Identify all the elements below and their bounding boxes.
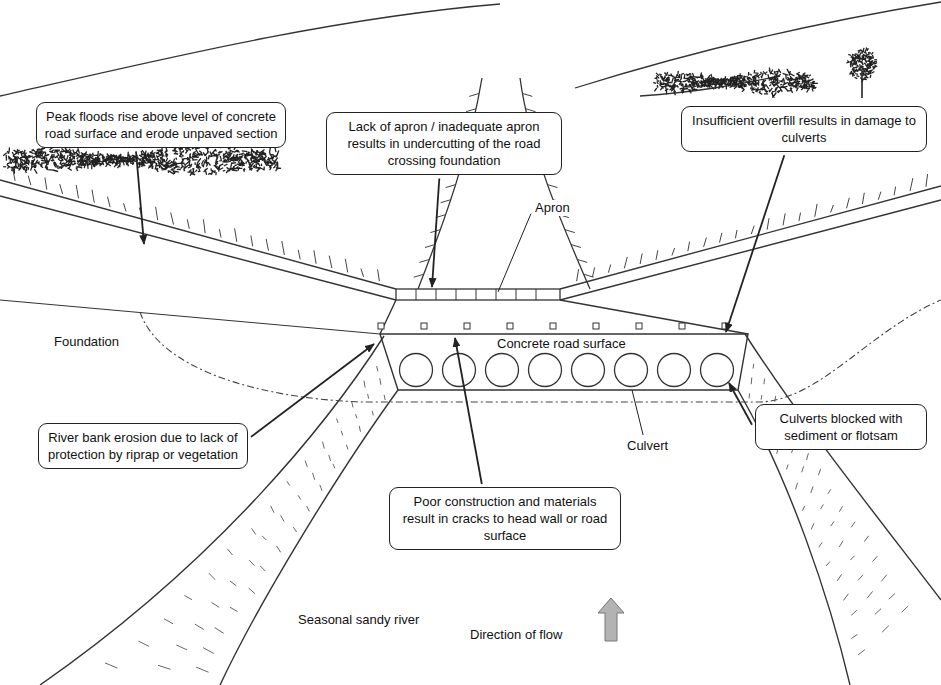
callout-text: Insufficient overfill results in damage … (689, 112, 919, 146)
callout-box: River bank erosion due to lack of protec… (38, 423, 248, 469)
road-edge (560, 200, 941, 300)
leader-arrow (432, 179, 439, 288)
part-label: Direction of flow (468, 627, 564, 643)
callout-box: Culverts blocked with sediment or flotsa… (755, 404, 927, 450)
label-leader (632, 390, 643, 435)
callout-text: River bank erosion due to lack of protec… (46, 429, 240, 463)
leader-arrow (455, 338, 482, 484)
road-edge (0, 180, 396, 289)
post (550, 323, 556, 329)
callout-text: Poor construction and materials result i… (397, 493, 613, 544)
leader-arrow (729, 383, 752, 425)
post (636, 323, 642, 329)
culvert-pipe (486, 354, 519, 387)
post (464, 323, 470, 329)
post (378, 323, 384, 329)
road-edge (560, 300, 748, 334)
river-banks (40, 334, 941, 685)
culvert-pipe (400, 354, 433, 387)
part-label: Foundation (52, 334, 121, 350)
callout-box: Poor construction and materials result i… (389, 487, 621, 550)
callout-box: Peak floods rise above level of concrete… (36, 102, 286, 148)
post (507, 323, 513, 329)
post (679, 323, 685, 329)
part-label: Apron (533, 200, 572, 216)
callout-box: Lack of apron / inadequate apron results… (326, 112, 562, 175)
apron-joints (416, 289, 536, 300)
leader-arrow (726, 155, 784, 332)
hill-line (0, 4, 500, 96)
embankment-hatch (577, 174, 928, 281)
tree-crown (846, 47, 877, 82)
road-edge (560, 186, 941, 289)
culverts (400, 354, 734, 387)
part-label: Culvert (625, 438, 670, 454)
leader-arrow (251, 344, 374, 437)
leader-arrow (136, 151, 144, 244)
flow-arrow (598, 598, 624, 641)
culvert-pipe (701, 354, 734, 387)
part-label: Concrete road surface (495, 336, 628, 352)
callout-text: Peak floods rise above level of concrete… (44, 108, 278, 142)
callout-text: Lack of apron / inadequate apron results… (334, 118, 554, 169)
posts (378, 323, 728, 329)
back-road (418, 78, 590, 289)
post (421, 323, 427, 329)
bank-line (745, 334, 941, 600)
part-label: Seasonal sandy river (296, 612, 421, 628)
apron-rect (396, 289, 560, 300)
callout-box: Insufficient overfill results in damage … (681, 106, 927, 152)
callout-text: Culverts blocked with sediment or flotsa… (763, 410, 919, 444)
culvert-pipe (658, 354, 691, 387)
road-edge (520, 78, 590, 289)
tree-clump (653, 68, 818, 98)
road-edge (0, 300, 380, 334)
deck (378, 323, 748, 390)
bank-line (40, 336, 384, 685)
culvert-pipe (529, 354, 562, 387)
post (593, 323, 599, 329)
head-wall (380, 334, 748, 390)
road-edge (0, 196, 396, 300)
label-leader (498, 214, 531, 292)
hill-line (575, 2, 941, 88)
embankment-hatch (13, 170, 379, 281)
apron-slab (396, 289, 560, 300)
foundation-outline (140, 300, 941, 402)
texture-marks (3, 47, 927, 672)
culvert-pipe (572, 354, 605, 387)
culvert-pipe (615, 354, 648, 387)
